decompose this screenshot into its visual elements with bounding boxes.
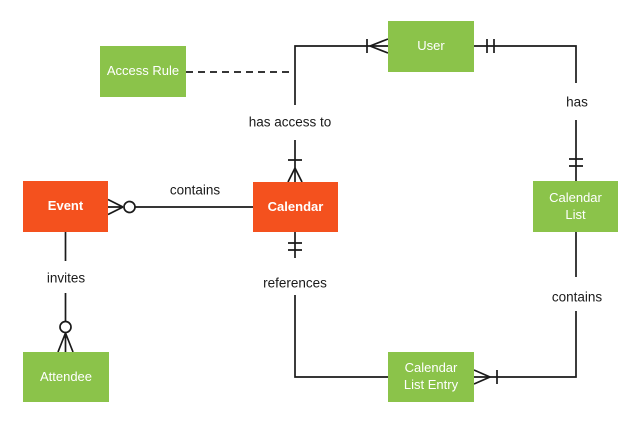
exactly-one-marker-user-right: [486, 39, 495, 53]
entity-calendar-list[interactable]: Calendar List: [533, 181, 618, 232]
connector-calendar-calendar-list-entry: [294, 232, 388, 378]
entity-event-label: Event: [47, 198, 84, 214]
one-or-many-marker-user: [366, 38, 389, 54]
many-marker-event-right: [107, 198, 124, 216]
one-or-many-marker-calendar-top: [287, 159, 303, 183]
entity-calendar-list-label: Calendar List: [549, 189, 602, 222]
relationship-label-contains-event-calendar: contains: [169, 182, 221, 198]
entity-user[interactable]: User: [388, 21, 474, 72]
entity-calendar-label: Calendar: [267, 198, 324, 214]
zero-marker-attendee-top: [59, 320, 72, 334]
entity-user-label: User: [417, 38, 445, 54]
zero-marker-event-right: [123, 200, 136, 214]
entity-access-rule[interactable]: Access Rule: [100, 46, 186, 97]
relationship-label-references: references: [263, 275, 327, 291]
entity-access-rule-label: Access Rule: [106, 63, 180, 79]
relationship-label-has-access-to: has access to: [248, 114, 332, 130]
many-marker-attendee-top: [57, 332, 74, 353]
connector-calendar-list-calendar-list-entry: [474, 232, 577, 378]
connector-user-calendar-list: [474, 45, 577, 181]
exactly-one-marker-calendar-bottom: [288, 242, 302, 251]
relationship-label-invites: invites: [46, 270, 86, 286]
relationship-label-has: has: [566, 94, 588, 110]
entity-calendar-list-entry[interactable]: Calendar List Entry: [388, 352, 474, 402]
relationship-label-contains-calendar-list: contains: [551, 289, 603, 305]
entity-event[interactable]: Event: [23, 181, 108, 232]
exactly-one-marker-calendar-list-top: [569, 158, 583, 167]
entity-calendar-list-entry-label: Calendar List Entry: [403, 360, 459, 392]
entity-calendar[interactable]: Calendar: [253, 182, 338, 232]
entity-attendee-label: Attendee: [39, 368, 93, 384]
one-or-many-marker-calendar-list-entry-right: [473, 369, 498, 385]
entity-attendee[interactable]: Attendee: [23, 352, 109, 402]
connector-user-calendar: [294, 45, 388, 182]
